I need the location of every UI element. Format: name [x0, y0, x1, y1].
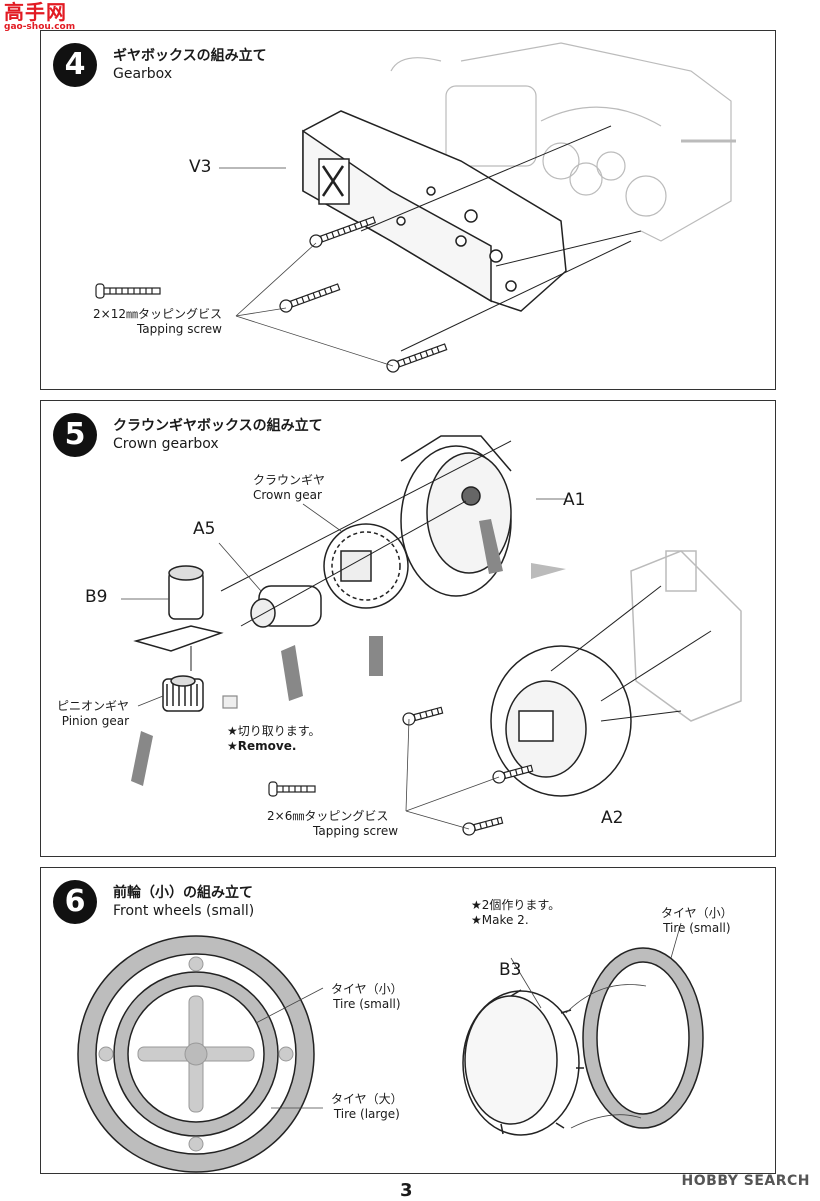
title-en: Crown gearbox — [113, 436, 219, 452]
title-jp: 前輪（小）の組み立て — [113, 885, 253, 901]
tire-small-en: Tire (small) — [333, 997, 401, 1011]
screw-jp: 2×6㎜タッピングビス — [267, 809, 389, 823]
pinion-gear-label: ピニオンギヤ Pinion gear — [57, 699, 129, 729]
step-5-panel: 5 クラウンギヤボックスの組み立て Crown gearbox クラウンギヤ C… — [40, 400, 776, 857]
title-en: Gearbox — [113, 66, 173, 82]
step-number: 6 — [53, 880, 97, 924]
watermark-url: gao-shou.com — [4, 22, 76, 32]
part-label-a1: A1 — [563, 490, 586, 510]
step-title: クラウンギヤボックスの組み立て Crown gearbox — [113, 417, 323, 453]
title-jp: ギヤボックスの組み立て — [113, 48, 267, 64]
make-note: ★2個作ります。 ★Make 2. — [471, 898, 560, 928]
title-jp: クラウンギヤボックスの組み立て — [113, 418, 323, 434]
crown-gearbox-illustration — [121, 435, 742, 836]
screw-jp: 2×12㎜タッピングビス — [93, 307, 222, 321]
title-en: Front wheels (small) — [113, 903, 255, 919]
make-en: ★Make 2. — [471, 913, 529, 927]
tire-small-en: Tire (small) — [663, 921, 731, 935]
pinion-jp: ピニオンギヤ — [57, 699, 130, 713]
screw-label: 2×6㎜タッピングビス Tapping screw — [267, 809, 398, 839]
tire-small-label-left: タイヤ（小） Tire (small) — [331, 982, 403, 1012]
step-4-panel: 4 ギヤボックスの組み立て Gearbox V3 2×12㎜タッピングビス Ta… — [40, 30, 776, 390]
remove-en: ★Remove. — [227, 739, 297, 753]
tire-large-label: タイヤ（大） Tire (large) — [331, 1092, 403, 1122]
remove-note: ★切り取ります。 ★Remove. — [227, 724, 321, 754]
tire-large-jp: タイヤ（大） — [331, 1092, 403, 1106]
part-label-b3: B3 — [499, 960, 522, 980]
part-label-a5: A5 — [193, 519, 216, 539]
watermark-right: HOBBY SEARCH — [681, 1173, 810, 1189]
tire-small-label-right: タイヤ（小） Tire (small) — [661, 906, 733, 936]
part-label-a2: A2 — [601, 808, 624, 828]
watermark-brand: 高手网 — [4, 0, 67, 24]
crown-gear-jp: クラウンギヤ — [253, 473, 326, 487]
step-title: 前輪（小）の組み立て Front wheels (small) — [113, 884, 254, 920]
page-number: 3 — [400, 1180, 413, 1201]
crown-gear-en: Crown gear — [253, 488, 322, 502]
front-wheels-illustration — [77, 922, 704, 1173]
step-title: ギヤボックスの組み立て Gearbox — [113, 47, 267, 83]
tire-small-jp: タイヤ（小） — [661, 906, 733, 920]
screw-en: Tapping screw — [136, 322, 222, 336]
crown-gear-label: クラウンギヤ Crown gear — [253, 473, 325, 503]
remove-jp: ★切り取ります。 — [227, 724, 321, 738]
tire-large-en: Tire (large) — [333, 1107, 400, 1121]
watermark-left: 高手网 gao-shou.com — [4, 2, 75, 32]
screw-label: 2×12㎜タッピングビス Tapping screw — [93, 307, 222, 337]
make-jp: ★2個作ります。 — [471, 898, 561, 912]
part-label-v3: V3 — [189, 157, 212, 177]
pinion-en: Pinion gear — [61, 714, 130, 728]
tire-small-jp: タイヤ（小） — [331, 982, 403, 996]
step-number: 4 — [53, 43, 97, 87]
step-6-panel: 6 前輪（小）の組み立て Front wheels (small) ★2個作りま… — [40, 867, 776, 1174]
step-number: 5 — [53, 413, 97, 457]
part-label-b9: B9 — [85, 587, 108, 607]
screw-en: Tapping screw — [313, 824, 399, 838]
gearbox-illustration — [95, 42, 736, 373]
